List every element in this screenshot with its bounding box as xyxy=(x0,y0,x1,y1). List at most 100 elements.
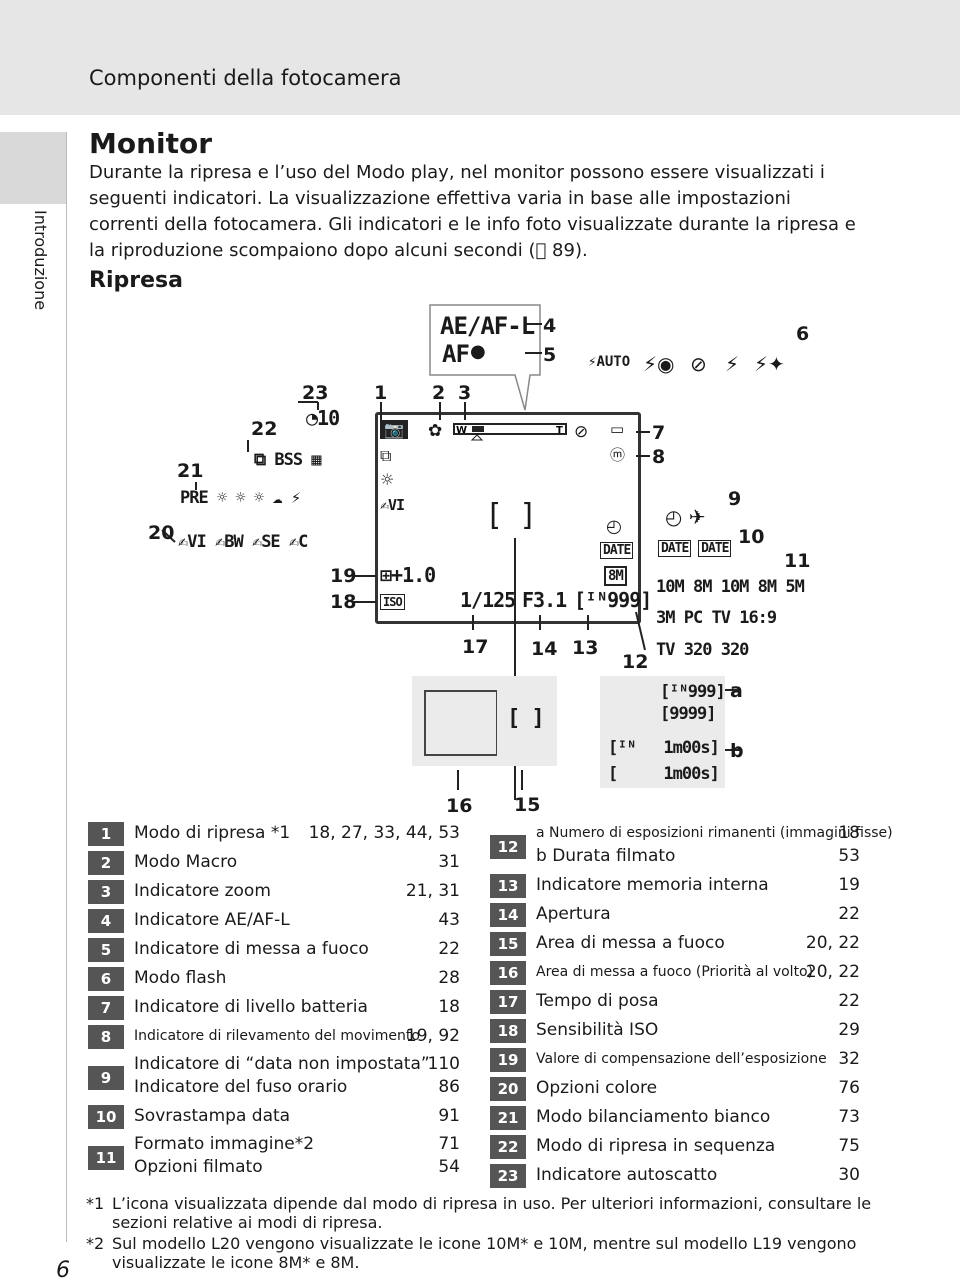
footnote-mark-1: *1 xyxy=(86,1194,105,1213)
continuous-modes: ⧉ BSS ▦ xyxy=(254,450,322,470)
duration-b2: [ 1m00s] xyxy=(608,764,720,784)
date-imprint-indicator: DATE xyxy=(600,542,634,559)
battery-icon: ▭ xyxy=(610,420,625,438)
label-11: 11 xyxy=(784,550,811,572)
label-8: 8 xyxy=(652,446,666,468)
exposure-comp-indicator: ⊞+1.0 xyxy=(380,563,436,587)
color-options-indicators: ✍VI ✍BW ✍SE ✍C xyxy=(178,532,308,552)
flash-fill-icon: ⚡ xyxy=(725,352,740,376)
label-20: 20 xyxy=(148,522,175,544)
macro-icon: ✿ xyxy=(428,421,443,441)
flash-redeye-icon: ⚡◉ xyxy=(643,352,675,376)
image-size-row-2: 3M PC TV 16:9 xyxy=(656,608,777,628)
zoom-bar: W T xyxy=(453,423,567,441)
wb-small-icon: ☼ xyxy=(380,470,395,489)
label-2: 2 xyxy=(432,382,446,404)
time-zone-icons: ◴ ✈ xyxy=(665,505,706,529)
label-4: 4 xyxy=(543,315,557,337)
footnote-mark-2: *2 xyxy=(86,1234,105,1253)
label-17: 17 xyxy=(462,636,489,658)
flash-off-small-icon: ⊘ xyxy=(574,422,589,442)
ae-af-l-indicator: AE/AF-L xyxy=(440,312,535,340)
label-1: 1 xyxy=(374,382,388,404)
subsection-title: Ripresa xyxy=(89,268,183,293)
iso-indicator: ISO xyxy=(380,594,405,610)
label-13: 13 xyxy=(572,637,599,659)
aperture-indicator: F3.1 xyxy=(522,588,567,612)
label-12: 12 xyxy=(622,651,649,673)
focus-area-bracket-small: [ ] xyxy=(507,706,545,731)
af-indicator: AF xyxy=(442,340,470,368)
image-size-row-1: 10M 8M 10M 8M 5M xyxy=(656,577,805,597)
remaining-panel: [ᴵᴺ999] [9999] [ᴵᴺ 1m00s] [ 1m00s] xyxy=(600,676,726,788)
label-15: 15 xyxy=(514,794,541,816)
flash-slow-icon: ⚡✦ xyxy=(754,352,785,376)
label-6: 6 xyxy=(796,323,810,345)
svg-text:T: T xyxy=(556,425,563,436)
color-small-indicator: ✍VI xyxy=(380,496,405,514)
focus-area-panel: [ ] xyxy=(497,676,557,766)
page-header: Componenti della fotocamera xyxy=(0,0,960,115)
flash-auto-icon: ⚡AUTO xyxy=(588,354,631,370)
label-19: 19 xyxy=(330,565,357,587)
image-size-indicator: 8M xyxy=(604,566,627,586)
face-priority-panel xyxy=(412,676,510,766)
self-timer-indicator: ◔10 xyxy=(306,406,340,430)
focus-area-bracket: [ ] xyxy=(485,498,537,533)
label-5: 5 xyxy=(543,344,557,366)
footnote-2: Sul modello L20 vengono visualizzate le … xyxy=(112,1234,857,1272)
chapter-tab xyxy=(0,132,66,204)
focus-dot-icon: ● xyxy=(470,341,486,362)
page-number: 6 xyxy=(56,1258,70,1283)
label-7: 7 xyxy=(652,422,666,444)
date-imprint-options: DATE DATE xyxy=(658,540,732,557)
shutter-speed-indicator: 1/125 xyxy=(460,588,516,612)
exposures-remaining-indicator: [ᴵᴺ999] xyxy=(574,588,652,612)
label-10: 10 xyxy=(738,526,765,548)
footnote-1: L’icona visualizzata dipende dal modo di… xyxy=(112,1194,872,1232)
label-14: 14 xyxy=(531,638,558,660)
date-not-set-icon: ◴ xyxy=(606,516,622,537)
label-b: b xyxy=(730,740,744,762)
label-3: 3 xyxy=(458,382,472,404)
duration-b1: [ᴵᴺ 1m00s] xyxy=(608,738,720,758)
label-23: 23 xyxy=(302,382,329,404)
motion-detect-icon: ⓜ xyxy=(610,446,626,464)
section-title: Monitor xyxy=(89,127,213,160)
continuous-small-icon: ⧉ xyxy=(380,446,392,465)
label-22: 22 xyxy=(251,418,278,440)
face-focus-box xyxy=(424,690,498,756)
label-9: 9 xyxy=(728,488,742,510)
monitor-frame xyxy=(375,412,641,624)
label-18: 18 xyxy=(330,591,357,613)
remaining-a2: [9999] xyxy=(660,704,716,724)
intro-paragraph: Durante la ripresa e l’uso del Modo play… xyxy=(89,162,856,261)
svg-text:W: W xyxy=(456,425,467,436)
remaining-a1: [ᴵᴺ999] xyxy=(660,682,726,702)
label-16: 16 xyxy=(446,795,473,817)
ae-af-callout xyxy=(429,304,542,411)
